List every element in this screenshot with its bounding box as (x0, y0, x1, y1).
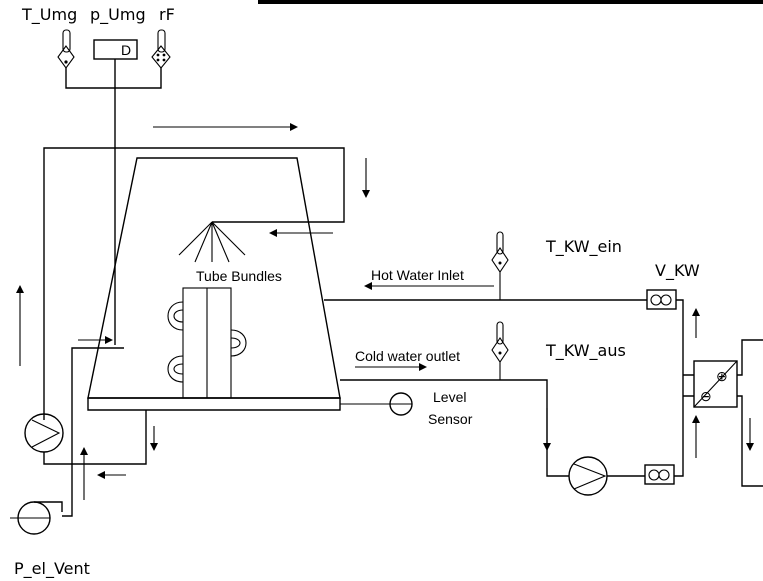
water-pump-icon (568, 456, 608, 496)
ambient-pressure-sensor-icon: D (93, 39, 138, 60)
fan-supply-line (62, 347, 124, 517)
label-p-el-vent: P_el_Vent (14, 559, 90, 579)
label-p-umg: p_Umg (90, 5, 146, 25)
pump-suction-line (546, 468, 569, 477)
heat-exchanger-icon: ⊕ ⊖ (693, 360, 738, 408)
label-t-umg: T_Umg (21, 5, 77, 25)
label-cold-water-outlet: Cold water outlet (355, 348, 460, 364)
tube-bundle-icon (167, 287, 247, 399)
label-level-sensor-2: Sensor (428, 411, 473, 427)
return-line-right (674, 299, 684, 477)
basin-drain-line (43, 410, 147, 465)
ambient-temperature-sensor-icon (57, 29, 75, 69)
label-t-kw-ein: T_KW_ein (545, 237, 622, 257)
label-rf: rF (159, 5, 175, 24)
heat-exchanger-plus: ⊕ (716, 368, 728, 384)
pressure-sensor-letter: D (121, 42, 131, 58)
spray-nozzle-icon (178, 221, 246, 263)
v-kw-flow-meter-icon (646, 289, 677, 310)
air-duct-loop (43, 147, 345, 420)
top-border-bar (258, 0, 763, 4)
label-t-kw-aus: T_KW_aus (545, 341, 626, 361)
label-tube-bundles: Tube Bundles (196, 268, 282, 284)
inlet-temperature-sensor-icon (491, 231, 509, 300)
lower-flow-meter-icon (644, 464, 675, 485)
label-hot-water-inlet: Hot Water Inlet (371, 267, 464, 283)
heat-exchanger-minus: ⊖ (700, 388, 712, 404)
sensor-bus-line (65, 68, 162, 89)
hx-right-loop (737, 339, 763, 487)
label-v-kw: V_KW (655, 261, 700, 281)
label-level-sensor-1: Level (433, 389, 466, 405)
outlet-temperature-sensor-icon (491, 321, 509, 380)
hx-left-connections (683, 374, 694, 397)
tower-basin (87, 397, 341, 411)
fan-blower-icon (10, 501, 63, 535)
humidity-sensor-icon (151, 29, 171, 69)
